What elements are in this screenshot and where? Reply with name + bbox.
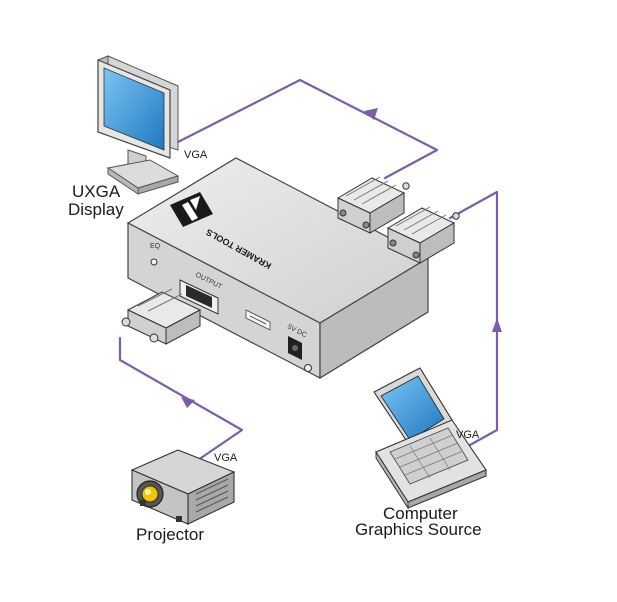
projector <box>130 449 236 525</box>
laptop-keyboard <box>389 427 469 485</box>
output-vga-port[interactable] <box>179 279 219 315</box>
power-led <box>304 364 312 372</box>
vga-label-source: VGA <box>456 429 480 441</box>
cable-source <box>448 190 502 447</box>
vga-connector-source <box>386 206 460 264</box>
laptop <box>373 367 487 510</box>
vga-connector-projector <box>121 288 202 345</box>
vga-connector-display <box>336 176 410 234</box>
input-slot <box>245 309 271 331</box>
eq-label: EQ <box>150 243 161 250</box>
monitor <box>97 55 180 195</box>
arrow-to-display <box>364 108 378 120</box>
eq-knob[interactable] <box>150 258 158 266</box>
source-label-line1: Computer <box>383 504 458 523</box>
kramer-device: KRAMER TOOLS EQ OUTPUT 5V DC <box>126 157 430 380</box>
monitor-screen <box>103 67 165 151</box>
projector-label: Projector <box>136 525 204 544</box>
vga-label-display: VGA <box>184 149 208 161</box>
laptop-screen <box>380 375 445 441</box>
arrow-from-source <box>492 318 502 332</box>
display-label-line1: UXGA <box>72 182 121 201</box>
source-label-line2: Graphics Source <box>355 520 482 539</box>
kramer-logo <box>170 192 213 227</box>
arrow-to-projector <box>181 397 195 408</box>
cable-projector <box>118 336 244 462</box>
vga-label-projector: VGA <box>214 452 238 464</box>
cable-display <box>176 78 439 180</box>
display-label-line2: Display <box>68 200 124 219</box>
power-jack[interactable] <box>288 336 302 360</box>
